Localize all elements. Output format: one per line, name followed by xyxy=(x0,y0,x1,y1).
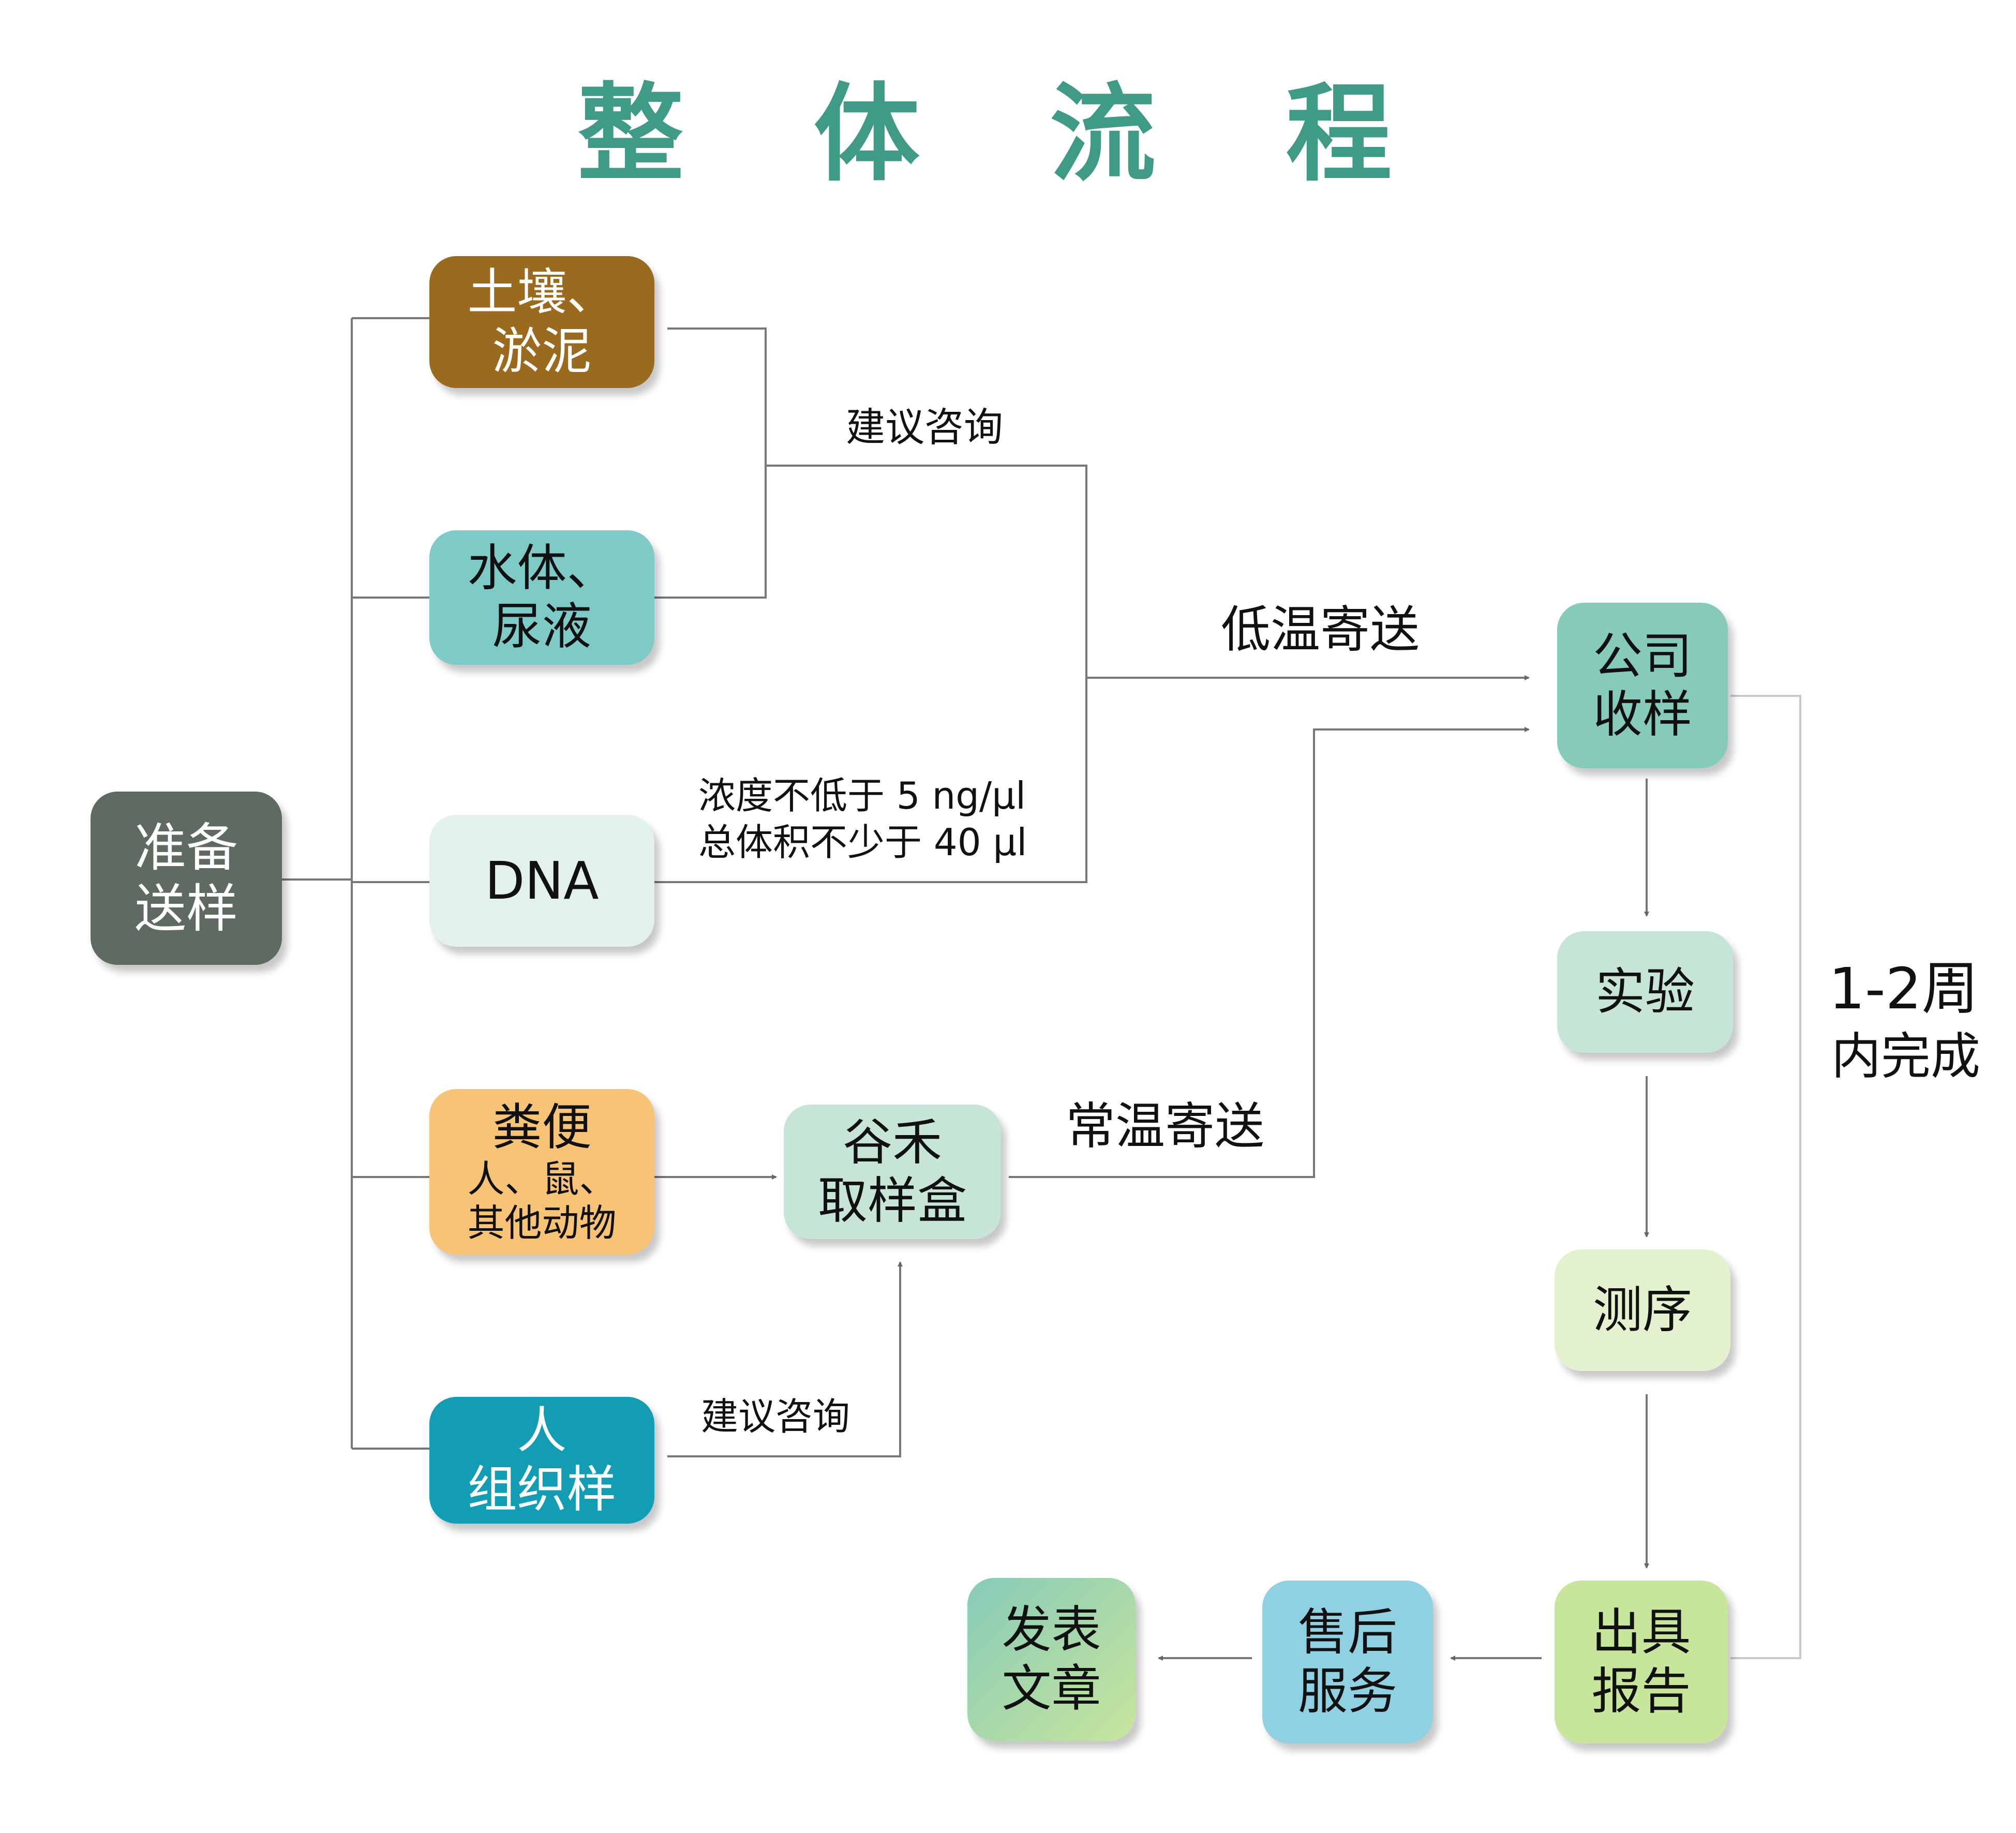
node-prepare-line-1: 准备 xyxy=(135,817,238,878)
arrow-tissue-kit xyxy=(667,1261,903,1457)
node-dna: DNA xyxy=(429,815,654,947)
label-duration-2: 内完成 xyxy=(1831,1027,1980,1085)
node-publish: 发表 文章 xyxy=(967,1578,1136,1741)
node-sequencing-line-1: 测序 xyxy=(1593,1280,1692,1339)
link-soil-out xyxy=(654,327,767,599)
node-publish-line-2: 文章 xyxy=(1002,1659,1101,1718)
node-kit-line-2: 取样盒 xyxy=(818,1172,967,1230)
node-tissue: 人 组织样 xyxy=(429,1397,654,1524)
node-feces: 粪便 人、鼠、 其他动物 xyxy=(429,1089,654,1255)
node-report-line-1: 出具 xyxy=(1591,1603,1691,1662)
page-title: 整 体 流 程 xyxy=(577,73,1439,196)
node-report: 出具 报告 xyxy=(1555,1581,1728,1743)
label-room-ship: 常温寄送 xyxy=(1066,1097,1264,1155)
node-soil-line-1: 土壤、 xyxy=(467,263,617,322)
label-dna-requirement-2: 总体积不少于 40 μl xyxy=(698,821,1027,864)
node-experiment: 实验 xyxy=(1557,931,1733,1053)
node-publish-line-1: 发表 xyxy=(1002,1601,1101,1659)
node-aftersale: 售后 服务 xyxy=(1262,1581,1433,1743)
node-soil-line-2: 淤泥 xyxy=(492,322,592,380)
node-water: 水体、 尿液 xyxy=(429,530,654,665)
label-dna-requirement-1: 浓度不低于 5 ng/μl xyxy=(698,774,1026,817)
duration-bracket xyxy=(1730,695,1801,1659)
node-receive: 公司 收样 xyxy=(1557,603,1728,768)
node-experiment-line-1: 实验 xyxy=(1595,962,1695,1021)
node-tissue-line-1: 人 xyxy=(517,1402,567,1460)
node-water-line-1: 水体、 xyxy=(467,539,617,597)
label-consult-bottom: 建议咨询 xyxy=(701,1395,850,1438)
node-report-line-2: 报告 xyxy=(1591,1662,1691,1720)
link-merge-right xyxy=(654,465,1087,883)
node-tissue-line-2: 组织样 xyxy=(467,1460,617,1518)
node-feces-sub-line-2: 其他动物 xyxy=(467,1201,617,1245)
node-kit: 谷禾 取样盒 xyxy=(784,1105,1001,1239)
node-receive-line-2: 收样 xyxy=(1593,685,1692,743)
label-cold-ship: 低温寄送 xyxy=(1221,601,1420,659)
node-soil: 土壤、 淤泥 xyxy=(429,256,654,388)
arrow-room-ship xyxy=(1009,727,1530,1178)
node-sequencing: 测序 xyxy=(1555,1249,1730,1371)
node-prepare-line-2: 送样 xyxy=(135,878,238,939)
label-consult-top: 建议咨询 xyxy=(846,404,1003,450)
label-duration-1: 1-2周 xyxy=(1829,956,1979,1022)
node-feces-sub-line-1: 人、鼠、 xyxy=(467,1157,617,1201)
node-aftersale-line-1: 售后 xyxy=(1298,1603,1397,1662)
node-feces-title: 粪便 xyxy=(492,1098,592,1157)
node-kit-line-1: 谷禾 xyxy=(843,1113,942,1171)
node-aftersale-line-2: 服务 xyxy=(1298,1662,1397,1720)
node-prepare: 准备 送样 xyxy=(91,792,282,965)
node-dna-line-1: DNA xyxy=(485,850,599,911)
node-water-line-2: 尿液 xyxy=(492,598,592,655)
node-receive-line-1: 公司 xyxy=(1593,627,1692,685)
